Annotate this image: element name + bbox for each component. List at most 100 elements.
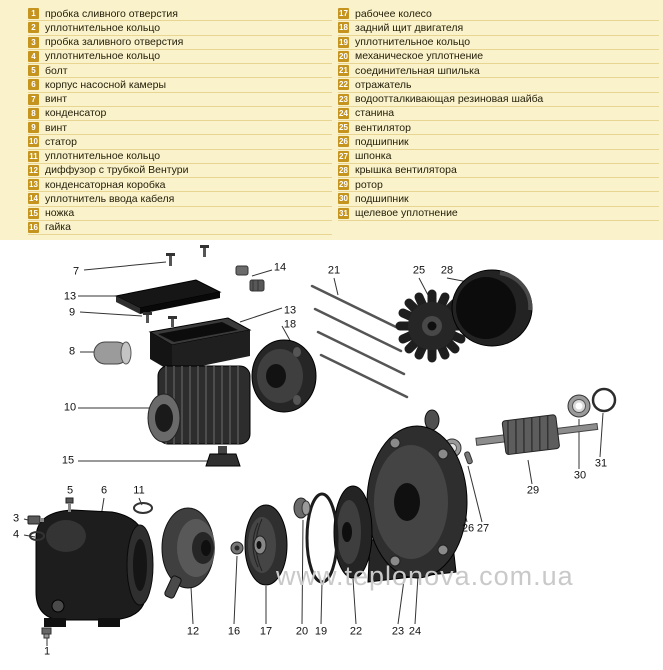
- part-row: 23 водоотталкивающая резиновая шайба: [338, 93, 659, 107]
- part-number-badge: 28: [338, 164, 349, 176]
- part-impeller: [244, 504, 288, 586]
- part-oring-11: [133, 502, 153, 514]
- part-number-badge: 30: [338, 193, 349, 205]
- part-number-badge: 29: [338, 179, 349, 191]
- part-number-badge: 19: [338, 36, 349, 48]
- part-row: 9 винт: [28, 121, 332, 136]
- part-label: вентилятор: [355, 121, 411, 134]
- part-row: 26 подшипник: [338, 135, 659, 150]
- part-diffuser: [161, 507, 215, 599]
- watermark: www.teplonova.com.ua: [276, 561, 574, 591]
- part-oring-4: [29, 531, 45, 541]
- part-capacitor-box-cover: [114, 279, 222, 314]
- part-number-badge: 22: [338, 79, 349, 91]
- part-number-badge: 7: [28, 93, 39, 105]
- part-number-badge: 14: [28, 193, 39, 205]
- part-row: 1 пробка сливного отверстия: [28, 7, 332, 22]
- part-label: шпонка: [355, 150, 392, 163]
- part-number-badge: 24: [338, 107, 349, 119]
- part-number-badge: 4: [28, 50, 39, 62]
- part-fan: [395, 289, 469, 363]
- part-label: корпус насосной камеры: [45, 78, 167, 91]
- part-label: крышка вентилятора: [355, 164, 457, 177]
- parts-column-left: 1 пробка сливного отверстия 2 уплотнительно…: [28, 7, 332, 240]
- part-label: соединительная шпилька: [355, 64, 480, 77]
- part-number-badge: 8: [28, 107, 39, 119]
- part-number-badge: 12: [28, 164, 39, 176]
- part-fan-cover: [451, 269, 533, 347]
- part-label: винт: [45, 93, 68, 106]
- part-label: подшипник: [355, 192, 409, 205]
- part-row: 10 статор: [28, 135, 332, 150]
- part-label: пробка заливного отверстия: [45, 36, 184, 49]
- part-fill-plug: [27, 515, 44, 525]
- part-stator: [147, 365, 251, 445]
- part-number-badge: 5: [28, 65, 39, 77]
- part-row: 2 уплотнительное кольцо: [28, 21, 332, 36]
- part-capacitor-box: [148, 317, 252, 372]
- part-row: 28 крышка вентилятора: [338, 164, 659, 178]
- part-number-badge: 20: [338, 50, 349, 62]
- part-label: ножка: [45, 207, 75, 220]
- parts-table: 1 пробка сливного отверстия 2 уплотнительно…: [0, 0, 663, 240]
- part-slinger-ring: [591, 387, 617, 413]
- part-number-badge: 18: [338, 22, 349, 34]
- part-number-badge: 1: [28, 8, 39, 20]
- part-capacitor: [93, 341, 132, 365]
- part-label: уплотнительное кольцо: [45, 50, 161, 63]
- part-row: 14 уплотнитель ввода кабеля: [28, 192, 332, 207]
- part-label: водоотталкивающая резиновая шайба: [355, 93, 544, 106]
- part-number-badge: 31: [338, 207, 349, 219]
- part-label: конденсатор: [45, 107, 107, 120]
- part-foot: [205, 446, 241, 467]
- part-bracket: [366, 425, 468, 583]
- part-row: 21 соединительная шпилька: [338, 64, 659, 79]
- part-screw-7: [166, 245, 209, 266]
- part-number-badge: 9: [28, 122, 39, 134]
- part-label: статор: [45, 135, 77, 148]
- part-label: пробка сливного отверстия: [45, 7, 178, 20]
- part-pump-body: [35, 509, 154, 627]
- part-rear-endshield: [251, 339, 317, 413]
- diagram-area: [0, 240, 663, 670]
- part-row: 31 щелевое уплотнение: [338, 207, 659, 221]
- part-label: уплотнительное кольцо: [45, 21, 161, 34]
- part-label: уплотнитель ввода кабеля: [45, 192, 175, 205]
- part-number-badge: 21: [338, 65, 349, 77]
- part-number-badge: 2: [28, 22, 39, 34]
- part-number-badge: 6: [28, 79, 39, 91]
- part-label: винт: [45, 121, 68, 134]
- part-label: диффузор с трубкой Вентури: [45, 164, 189, 177]
- part-number-badge: 3: [28, 36, 39, 48]
- part-deflector: [333, 485, 373, 579]
- part-row: 12 диффузор с трубкой Вентури: [28, 164, 332, 178]
- part-label: подшипник: [355, 135, 409, 148]
- part-label: щелевое уплотнение: [355, 207, 458, 220]
- part-studs: [310, 284, 409, 399]
- part-number-badge: 23: [338, 93, 349, 105]
- part-label: уплотнительное кольцо: [45, 150, 161, 163]
- part-label: отражатель: [355, 78, 412, 91]
- part-label: болт: [45, 64, 68, 77]
- part-row: 6 корпус насосной камеры: [28, 78, 332, 93]
- part-number-badge: 10: [28, 136, 39, 148]
- part-row: 7 винт: [28, 93, 332, 107]
- part-number-badge: 11: [28, 150, 39, 162]
- part-number-badge: 26: [338, 136, 349, 148]
- part-mech-seal: [293, 497, 311, 519]
- part-bolt: [65, 497, 74, 512]
- part-row: 30 подшипник: [338, 192, 659, 207]
- part-row: 8 конденсатор: [28, 107, 332, 121]
- part-key: [464, 451, 473, 465]
- part-label: гайка: [45, 221, 71, 234]
